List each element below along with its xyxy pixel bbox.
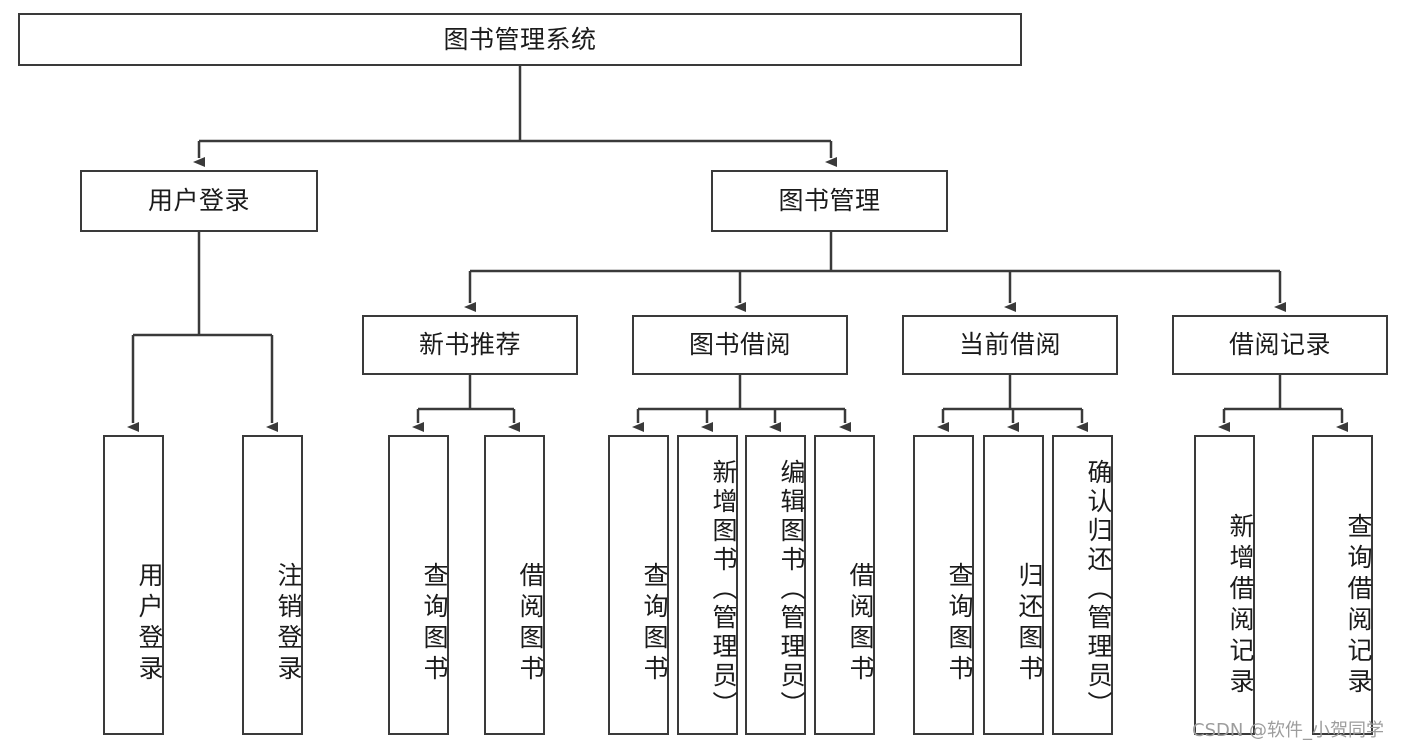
node-leaf-add-record[interactable]: 新增借阅记录 [1194, 435, 1255, 735]
node-current-borrow[interactable]: 当前借阅 [902, 315, 1118, 375]
node-leaf-query-book-3[interactable]: 查询图书 [913, 435, 974, 735]
csdn-watermark: CSDN @软件_小贺同学 [1192, 720, 1385, 741]
node-leaf-borrow-book-1[interactable]: 借阅图书 [484, 435, 545, 735]
node-leaf-user-login[interactable]: 用户登录 [103, 435, 164, 735]
node-leaf-borrow-book-2[interactable]: 借阅图书 [814, 435, 875, 735]
node-leaf-query-book-1[interactable]: 查询图书 [388, 435, 449, 735]
node-leaf-confirm-return[interactable]: 确认归还（管理员） [1052, 435, 1113, 735]
node-user-login[interactable]: 用户登录 [80, 170, 318, 232]
node-leaf-edit-book[interactable]: 编辑图书（管理员） [745, 435, 806, 735]
node-book-manage[interactable]: 图书管理 [711, 170, 948, 232]
node-leaf-query-book-2[interactable]: 查询图书 [608, 435, 669, 735]
node-new-book-rec[interactable]: 新书推荐 [362, 315, 578, 375]
node-borrow-record[interactable]: 借阅记录 [1172, 315, 1388, 375]
node-leaf-return-book[interactable]: 归还图书 [983, 435, 1044, 735]
node-leaf-add-book[interactable]: 新增图书（管理员） [677, 435, 738, 735]
node-root[interactable]: 图书管理系统 [18, 13, 1022, 66]
node-leaf-query-record[interactable]: 查询借阅记录 [1312, 435, 1373, 735]
node-book-borrow[interactable]: 图书借阅 [632, 315, 848, 375]
node-leaf-user-logout[interactable]: 注销登录 [242, 435, 303, 735]
